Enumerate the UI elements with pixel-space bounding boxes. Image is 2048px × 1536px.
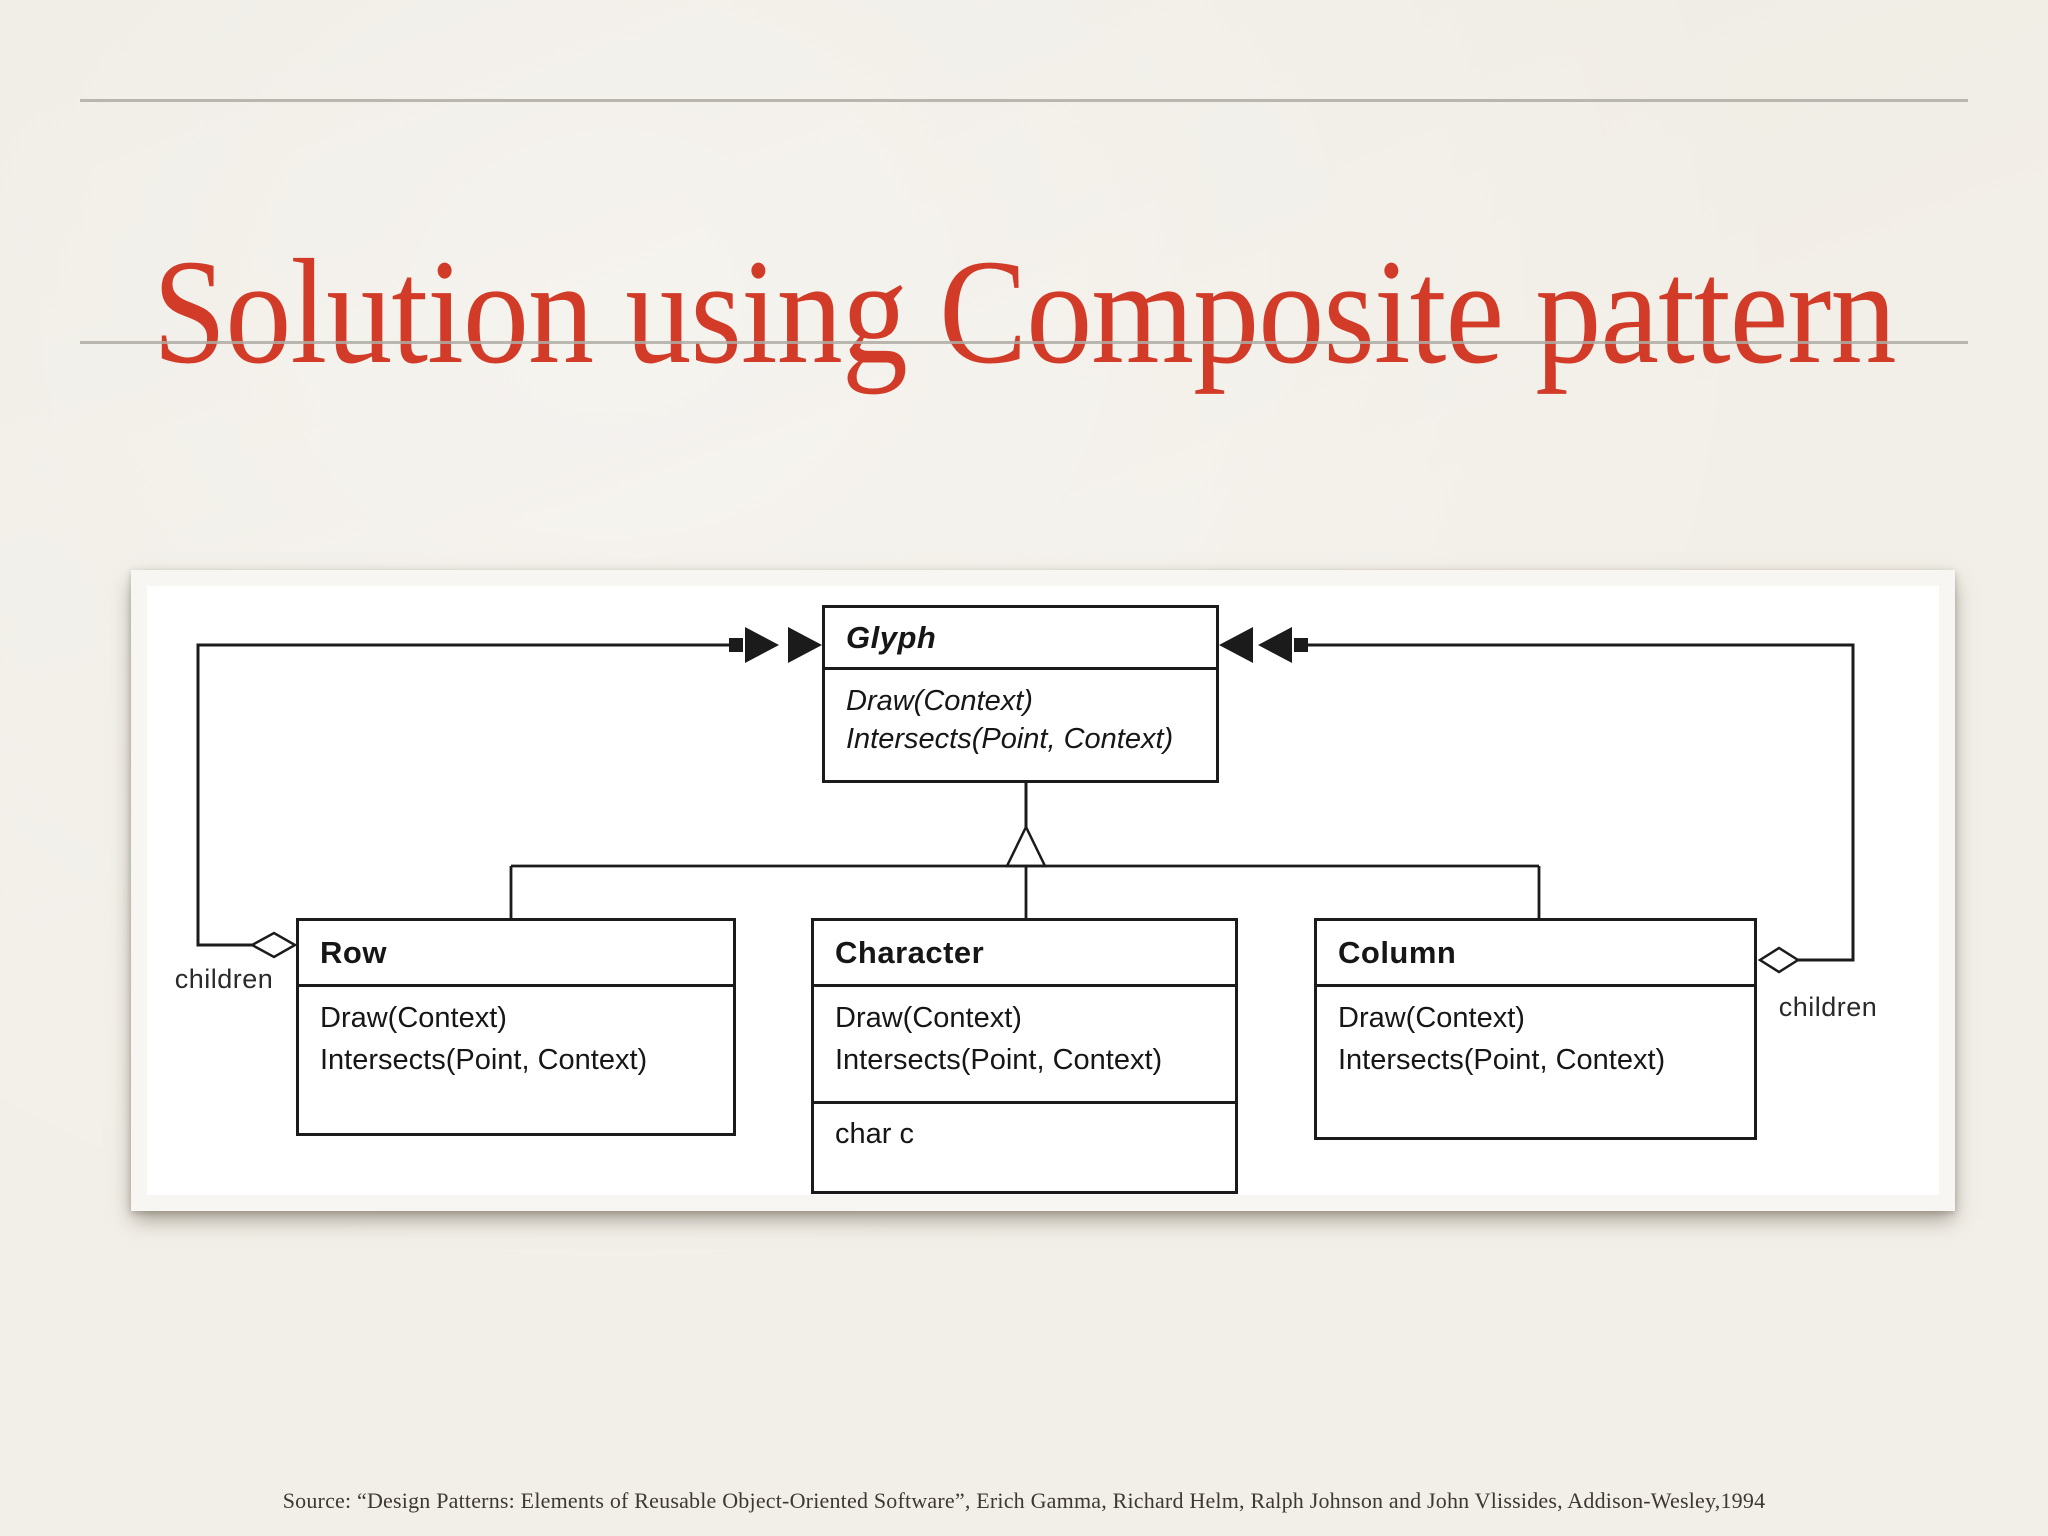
class-name-glyph: Glyph bbox=[846, 619, 937, 655]
title-underline bbox=[80, 341, 1968, 344]
method-line: Intersects(Point, Context) bbox=[1338, 1044, 1666, 1076]
class-header-row: Row bbox=[299, 921, 733, 987]
class-methods-row: Draw(Context) Intersects(Point, Context) bbox=[299, 987, 733, 1081]
subclass-connector bbox=[509, 864, 1541, 920]
slide-title: Solution using Composite pattern bbox=[152, 228, 1897, 395]
method-line: Intersects(Point, Context) bbox=[835, 1044, 1163, 1076]
class-methods-column: Draw(Context) Intersects(Point, Context) bbox=[1317, 987, 1754, 1081]
class-attributes-character: char c bbox=[814, 1104, 1235, 1151]
class-header-character: Character bbox=[814, 921, 1235, 987]
inheritance-triangle-icon bbox=[1005, 824, 1047, 868]
aggregation-diamond-right-icon bbox=[1757, 946, 1801, 974]
arrowhead-left-outer-icon bbox=[745, 627, 779, 663]
method-line: Draw(Context) bbox=[835, 1002, 1022, 1034]
title-row: Solution using Composite pattern bbox=[0, 136, 2048, 487]
method-line: Draw(Context) bbox=[846, 685, 1033, 717]
class-name-character: Character bbox=[835, 934, 985, 970]
arrowhead-left-inner-icon bbox=[788, 627, 822, 663]
children-label-right: children bbox=[1778, 992, 1878, 1022]
source-row: Source: “Design Patterns: Elements of Re… bbox=[0, 1488, 2048, 1514]
children-loop-right bbox=[1296, 643, 1855, 962]
class-box-column: Column Draw(Context) Intersects(Point, C… bbox=[1314, 918, 1757, 1140]
uml-connectors bbox=[196, 627, 1855, 974]
class-name-row: Row bbox=[320, 934, 387, 970]
method-line: Draw(Context) bbox=[320, 1002, 507, 1034]
method-line: Draw(Context) bbox=[1338, 1002, 1525, 1034]
attribute-line: char c bbox=[835, 1118, 914, 1150]
class-header-column: Column bbox=[1317, 921, 1754, 987]
class-methods-glyph: Draw(Context) Intersects(Point, Context) bbox=[825, 670, 1216, 758]
class-box-character: Character Draw(Context) Intersects(Point… bbox=[811, 918, 1238, 1194]
arrowhead-right-inner-icon bbox=[1219, 627, 1253, 663]
method-line: Intersects(Point, Context) bbox=[320, 1044, 648, 1076]
top-divider-line bbox=[80, 99, 1968, 102]
class-name-column: Column bbox=[1338, 934, 1457, 970]
class-methods-character: Draw(Context) Intersects(Point, Context) bbox=[814, 987, 1235, 1104]
class-box-glyph: Glyph Draw(Context) Intersects(Point, Co… bbox=[822, 605, 1219, 783]
class-header-glyph: Glyph bbox=[825, 608, 1216, 670]
class-box-row: Row Draw(Context) Intersects(Point, Cont… bbox=[296, 918, 736, 1136]
source-citation: Source: “Design Patterns: Elements of Re… bbox=[282, 1488, 1766, 1513]
children-loop-left bbox=[196, 643, 741, 947]
method-line: Intersects(Point, Context) bbox=[846, 723, 1174, 755]
aggregation-diamond-left-icon bbox=[249, 931, 298, 959]
arrow-nub-right bbox=[1294, 638, 1308, 652]
arrow-nub-left bbox=[729, 638, 743, 652]
children-label-left: children bbox=[174, 964, 274, 994]
diagram-panel: Glyph Draw(Context) Intersects(Point, Co… bbox=[131, 570, 1955, 1211]
arrowhead-right-outer-icon bbox=[1258, 627, 1292, 663]
